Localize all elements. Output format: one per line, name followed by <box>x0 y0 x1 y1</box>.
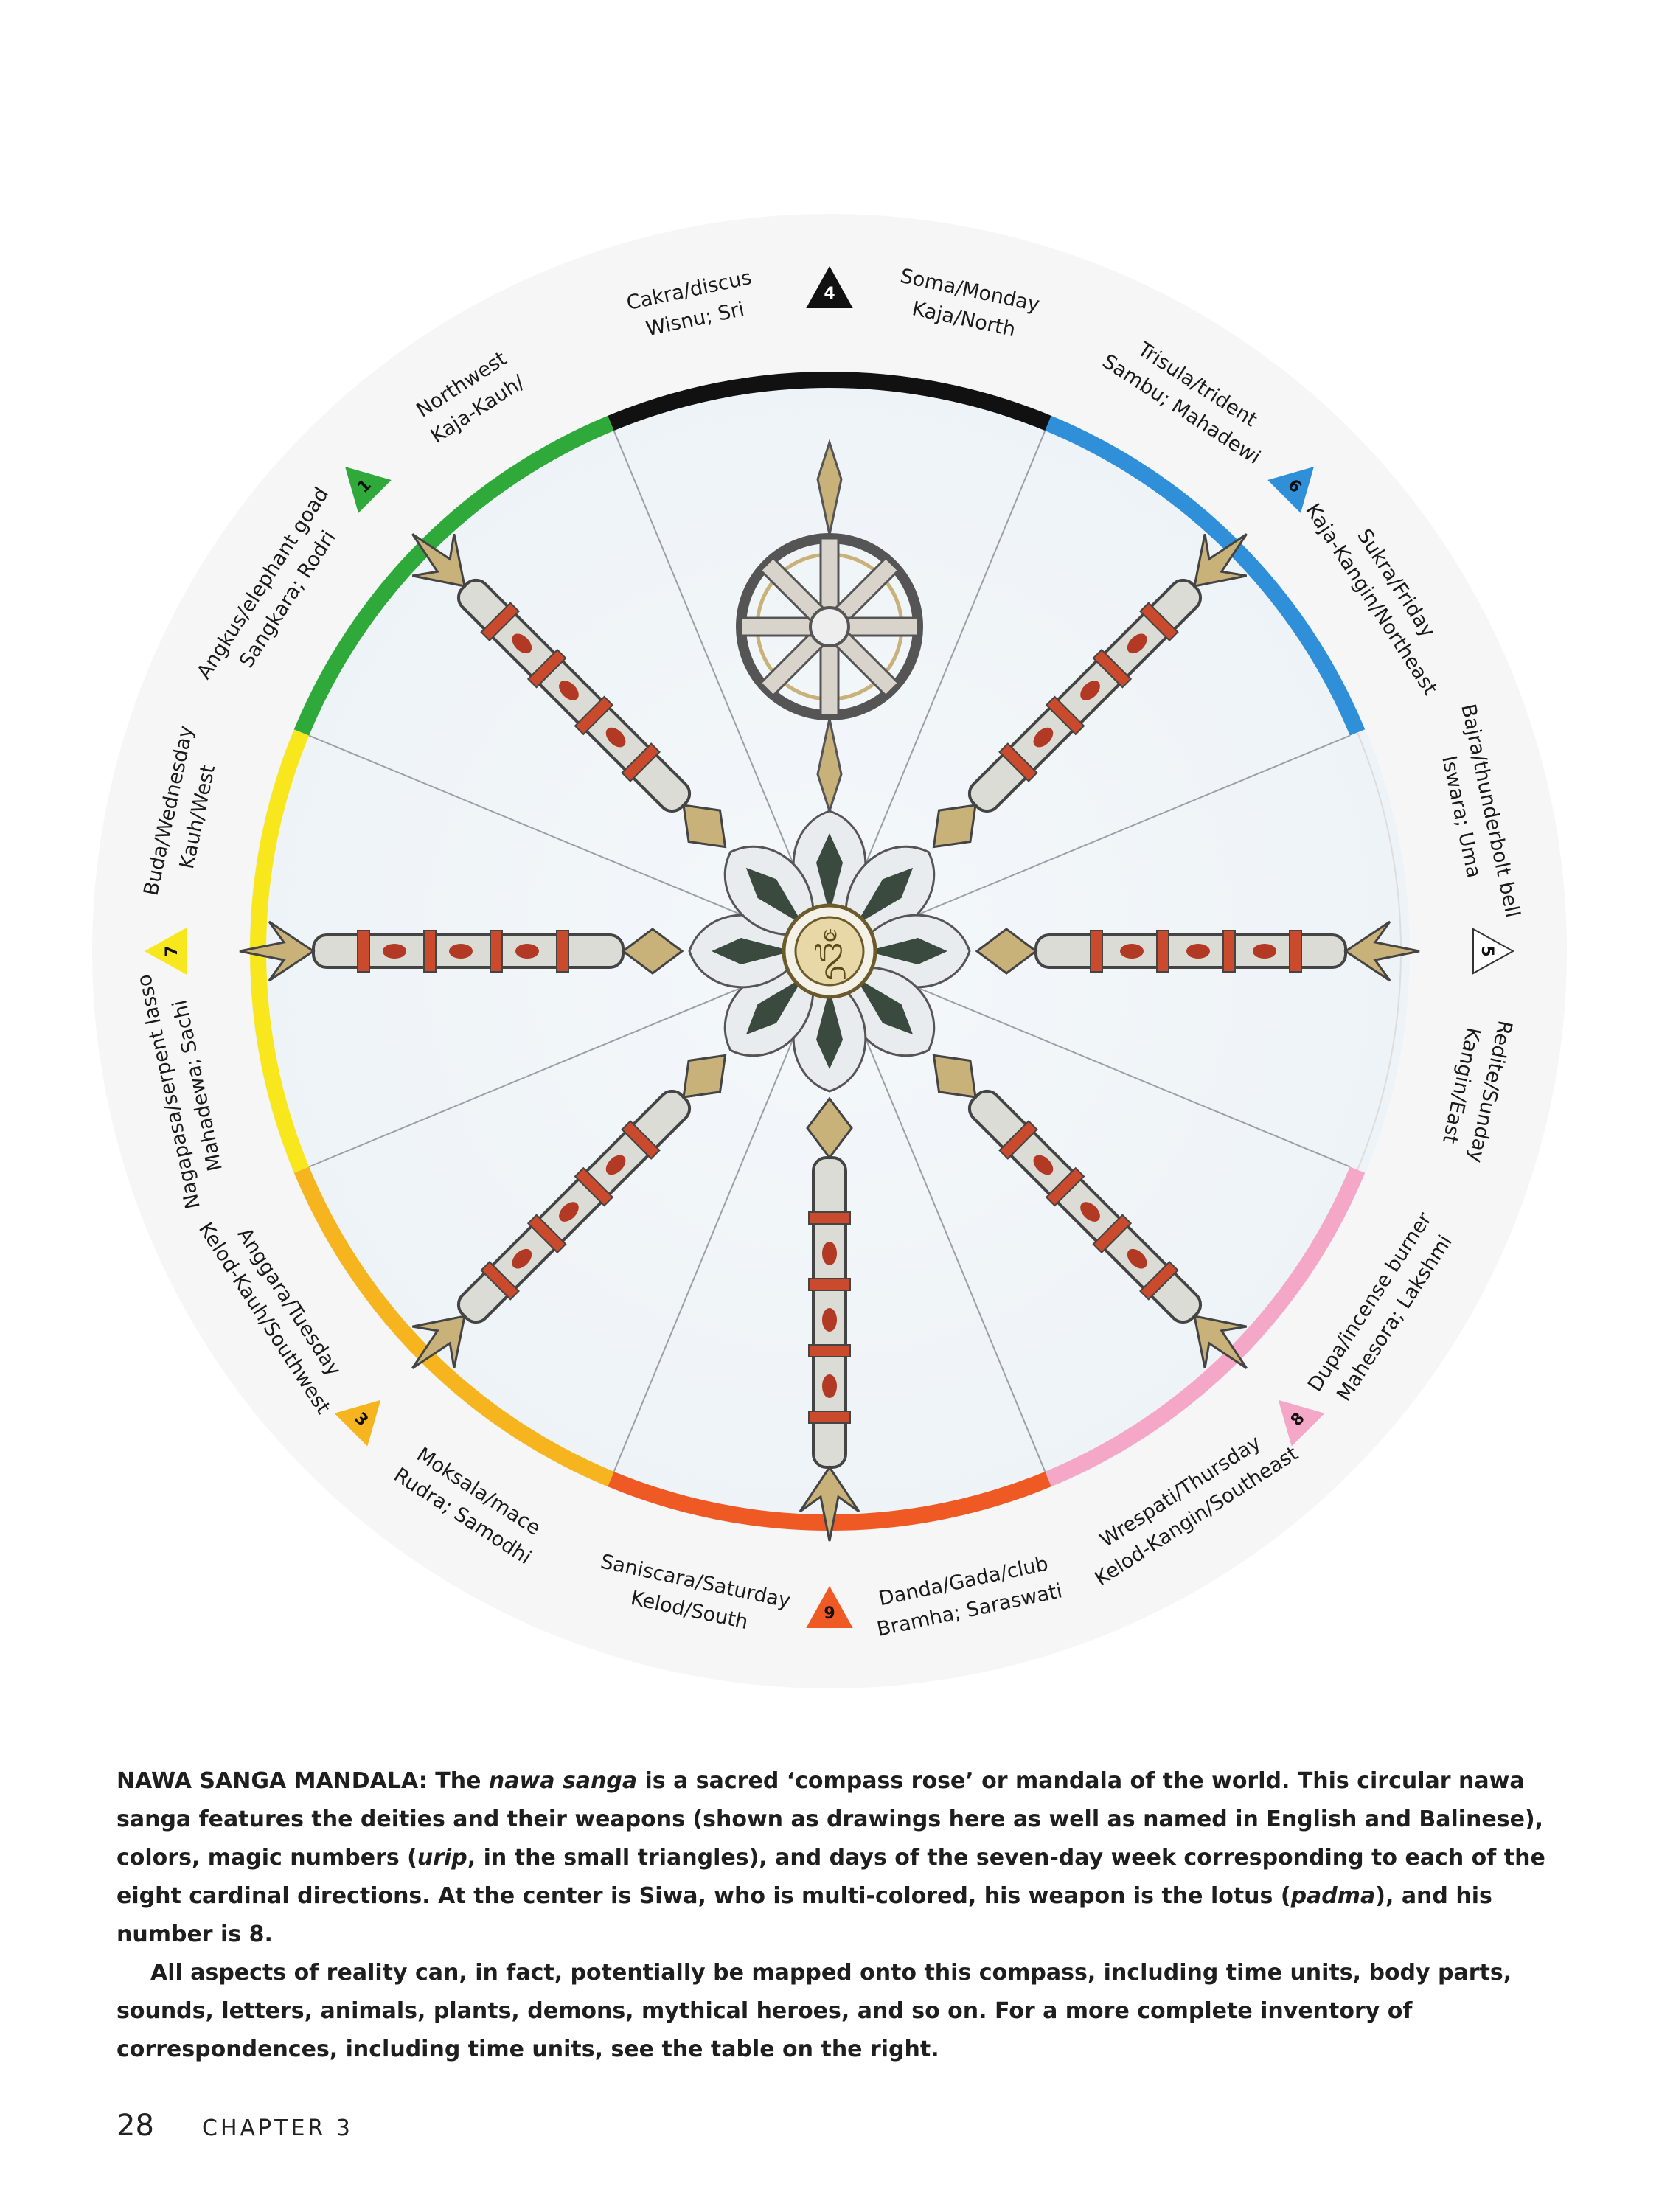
nagapasa-icon <box>239 920 684 982</box>
urip-triangle-south: 9 <box>806 1585 853 1628</box>
dupa-icon <box>932 1054 1248 1369</box>
caption-paragraph-1: NAWA SANGA MANDALA: The nawa sanga is a … <box>116 1768 1545 1947</box>
angkus-icon <box>411 533 727 849</box>
lotus-petal-inner <box>745 977 804 1035</box>
urip-number-triangles: 4 6 5 8 9 3 7 1 <box>144 265 1515 1628</box>
page-footer: 28 CHAPTER 3 <box>116 2109 353 2143</box>
center-lotus: ᬑᬁ <box>688 810 971 1093</box>
svg-text:5: 5 <box>1478 945 1496 956</box>
urip-triangle-northeast: 6 <box>1267 467 1314 513</box>
color-arc-north <box>608 372 1051 431</box>
bajra-bell-icon <box>975 920 1420 982</box>
urip-triangle-southwest: 3 <box>334 1399 381 1447</box>
urip-triangle-north: 4 <box>806 265 853 308</box>
page-number: 28 <box>116 2109 154 2143</box>
weapon-drawings <box>239 439 1420 1542</box>
gada-icon <box>799 1096 860 1542</box>
lotus-petal-inner <box>855 977 914 1035</box>
cakra-icon <box>736 439 923 815</box>
moksala-icon <box>411 1054 727 1369</box>
urip-triangle-southeast: 8 <box>1278 1399 1325 1447</box>
om-disc <box>794 916 865 987</box>
lotus-petal-inner <box>712 938 793 964</box>
caption-heading: NAWA SANGA MANDALA: <box>116 1768 428 1794</box>
trisula-icon <box>932 533 1248 849</box>
lotus-petal-inner <box>855 867 914 925</box>
svg-text:4: 4 <box>824 285 835 303</box>
lotus-petal-inner <box>816 833 843 914</box>
caption-paragraph-2: All aspects of reality can, in fact, pot… <box>116 1960 1512 2062</box>
svg-text:9: 9 <box>824 1604 835 1623</box>
figure-caption: NAWA SANGA MANDALA: The nawa sanga is a … <box>116 1762 1547 2069</box>
urip-triangle-northwest: 1 <box>345 467 392 513</box>
urip-triangle-west: 7 <box>144 928 187 975</box>
lotus-petal-inner <box>816 988 843 1069</box>
lotus-petal-inner <box>866 938 947 964</box>
urip-triangle-east: 5 <box>1472 928 1515 975</box>
lotus-petal-inner <box>745 867 804 925</box>
svg-text:7: 7 <box>163 945 181 956</box>
chapter-label: CHAPTER 3 <box>202 2115 353 2141</box>
nawa-sanga-mandala: Wisnu; SriCakra/discusKaja/NorthSoma/Mon… <box>133 264 1524 1641</box>
